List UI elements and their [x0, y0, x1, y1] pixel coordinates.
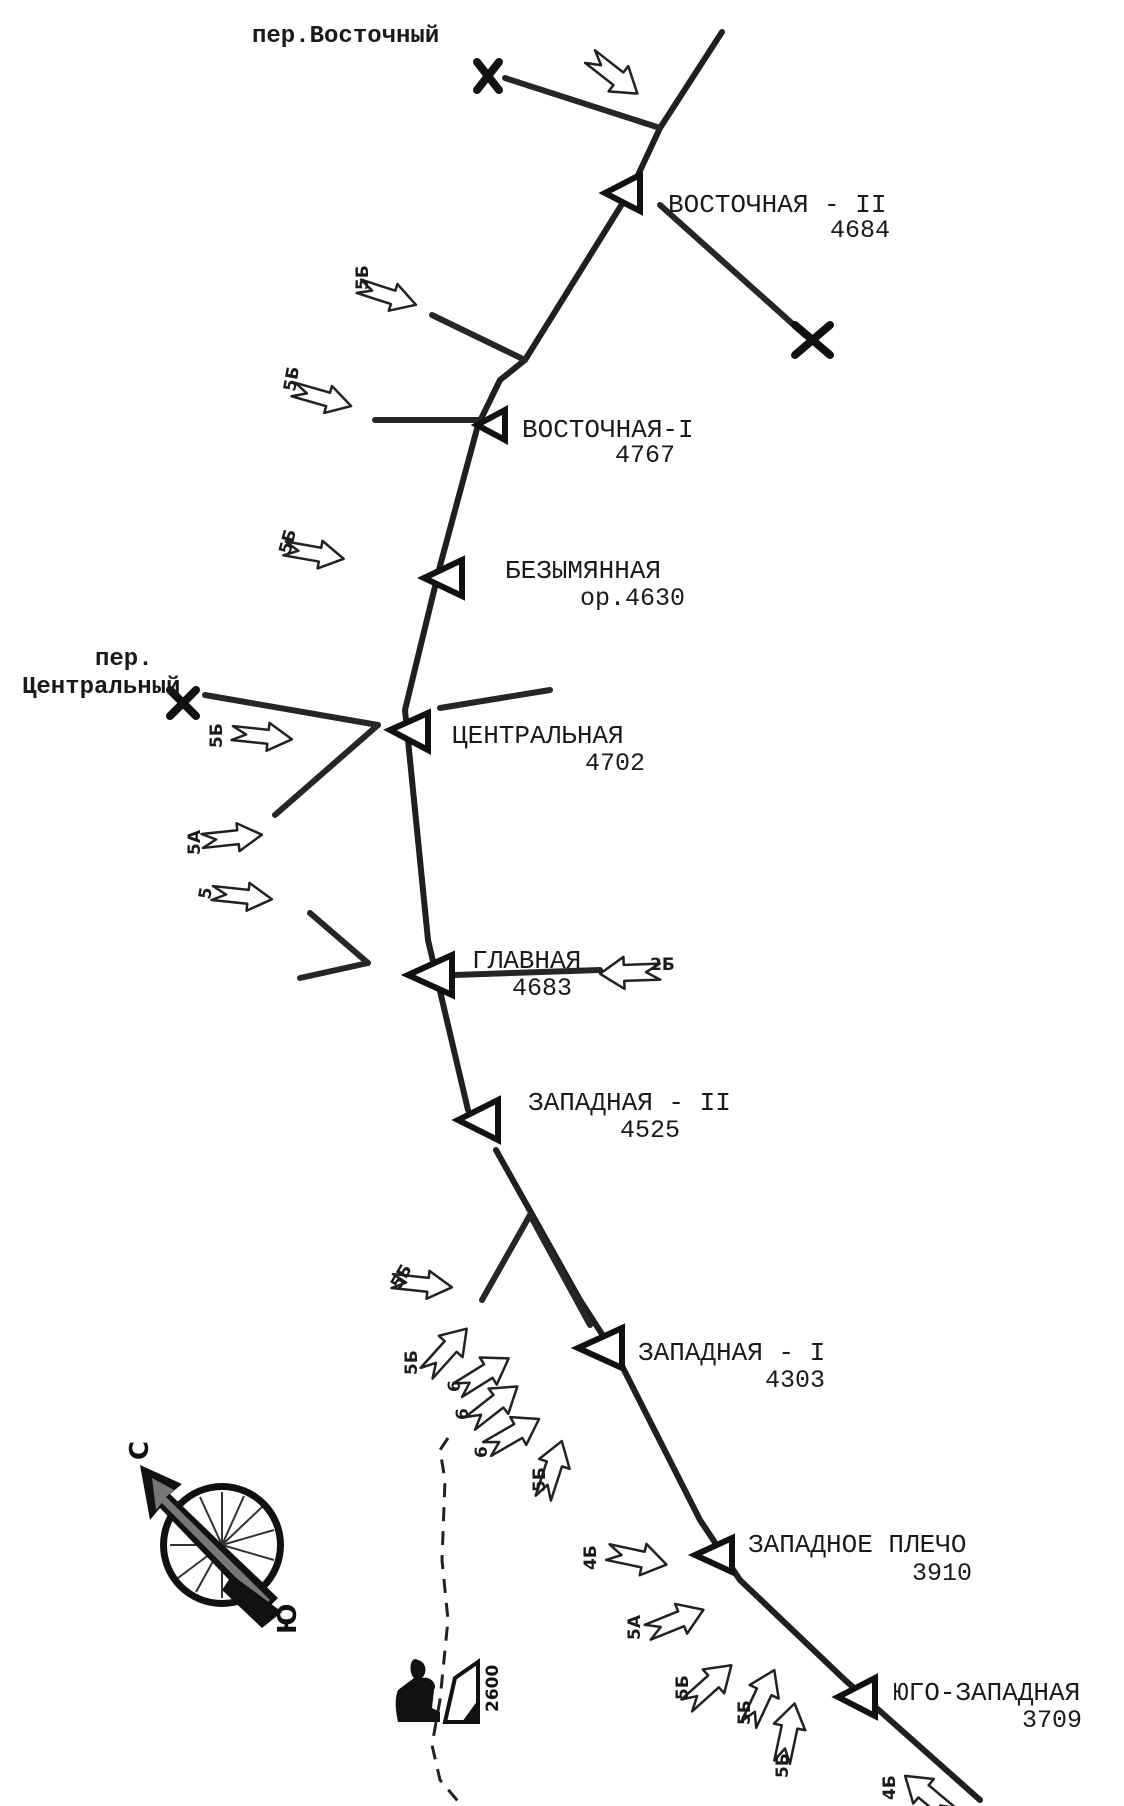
spur-east-i-west — [429, 312, 528, 363]
route-arrow — [598, 955, 662, 991]
route-grade-label: 5Б — [735, 1700, 755, 1725]
peak-name: БЕЗЫМЯННАЯ — [505, 556, 661, 586]
route-arrow — [290, 381, 353, 415]
pass-central-cross — [166, 686, 200, 720]
peak-marker-east-ii — [598, 170, 643, 216]
peak-name: ЗАПАДНАЯ - I — [638, 1338, 825, 1368]
peak-name: ЗАПАДНАЯ - II — [528, 1088, 731, 1118]
peak-marker-west-ii — [451, 1095, 501, 1145]
route-arrow — [452, 1356, 510, 1399]
route-arrow — [604, 1542, 668, 1577]
spur-main-west-b — [297, 960, 371, 981]
route-grade-label: 4Б — [581, 1545, 601, 1570]
route-grade-label: 5Б — [207, 723, 227, 748]
route-arrow — [740, 1668, 780, 1730]
peak-marker-southwest — [831, 1673, 878, 1721]
peak-labels: ВОСТОЧНАЯ - II 4684 ВОСТОЧНАЯ-I 4767 БЕЗ… — [452, 190, 1082, 1735]
compass-south-label: Ю — [273, 1603, 303, 1634]
route-arrow — [390, 1269, 454, 1300]
route-grade-label: 5Б — [402, 1350, 422, 1375]
route-grade-label: 5А — [625, 1614, 645, 1640]
spur-west-ii-main — [527, 1212, 593, 1328]
route-grade-label: 5Б — [280, 365, 304, 393]
peak-name: ВОСТОЧНАЯ - II — [668, 190, 886, 220]
peak-name: ЮГО-ЗАПАДНАЯ — [893, 1678, 1080, 1708]
peak-marker-east-i — [470, 404, 508, 446]
peak-altitude: ор.4630 — [580, 584, 685, 613]
spur-main-west-a — [307, 910, 371, 966]
peak-name: ЦЕНТРАЛЬНАЯ — [452, 721, 624, 751]
spur-central-pass — [202, 692, 381, 728]
peak-marker-west-i — [570, 1323, 625, 1373]
camp-altitude-label: 2600 — [483, 1665, 503, 1712]
route-arrow — [419, 1327, 468, 1380]
peak-altitude: 4684 — [830, 216, 890, 245]
route-grade-label: 6 — [472, 1446, 492, 1458]
spur-east-ii-southeast — [657, 202, 808, 338]
route-grade-label: 5Б — [353, 265, 373, 290]
route-grade-label: 5 — [195, 886, 217, 901]
peak-name: ЗАПАДНОЕ ПЛЕЧО — [748, 1530, 966, 1560]
route-arrow — [463, 1385, 519, 1431]
route-arrow — [643, 1602, 705, 1641]
peak-altitude: 4303 — [765, 1366, 825, 1395]
peak-altitude: 3709 — [1022, 1706, 1082, 1735]
peak-marker-west-shoulder — [687, 1533, 735, 1577]
route-arrows — [200, 49, 958, 1806]
spur-vostochny-pass — [502, 75, 663, 131]
peak-altitude: 4767 — [615, 441, 675, 470]
route-grade-label: 4Б — [880, 1775, 900, 1800]
climber-icon — [395, 1659, 440, 1722]
peak-marker-main — [400, 950, 455, 1000]
route-grade-label: 2Б — [650, 955, 675, 975]
compass-north-label: С — [125, 1441, 155, 1460]
route-grade-label: 5Б — [530, 1467, 550, 1492]
spur-central-east — [437, 687, 553, 711]
peak-markers — [383, 170, 878, 1721]
base-camp: 2600 — [395, 1658, 503, 1724]
route-arrow — [534, 1439, 571, 1502]
spur-central-southwest — [272, 722, 381, 818]
route-arrow — [230, 721, 294, 752]
spur-main-east — [452, 967, 603, 978]
peak-altitude: 4525 — [620, 1116, 680, 1145]
route-arrow — [481, 1415, 541, 1458]
route-arrow — [200, 822, 264, 853]
route-grade-labels: 5Б 5Б 5Б 5Б 5А 5 2Б 5Б 5Б 6 6 6 5Б 4Б 5А… — [185, 265, 900, 1800]
peak-name: ВОСТОЧНАЯ-I — [522, 415, 694, 445]
pass-label-vostochny: пер.Восточный — [252, 23, 439, 50]
pass-markers — [166, 58, 834, 720]
peak-altitude: 4702 — [585, 749, 645, 778]
main-ridge — [401, 29, 983, 1803]
route-arrow — [680, 1664, 733, 1713]
peak-altitude: 3910 — [912, 1559, 972, 1588]
pass-label-central-prefix: пер. — [95, 646, 153, 673]
route-arrow — [772, 1702, 807, 1766]
route-arrow — [282, 539, 345, 570]
route-grade-label: 6 — [445, 1380, 465, 1392]
pass-southeast-cross — [791, 321, 834, 359]
route-grade-label: 5Б — [673, 1675, 693, 1700]
pass-label-central: Центральный — [22, 674, 180, 701]
compass-rose: С Ю — [125, 1441, 303, 1634]
spur-west-ii-branch — [479, 1212, 533, 1303]
route-arrow — [210, 881, 274, 912]
route-arrow — [355, 278, 418, 312]
route-arrow — [903, 1774, 958, 1806]
peak-name: ГЛАВНАЯ — [472, 946, 581, 976]
route-grade-label: 5А — [185, 829, 205, 855]
route-grade-label: 5Б — [773, 1753, 793, 1778]
route-arrow — [583, 49, 639, 95]
approach-route — [430, 1437, 464, 1806]
peak-marker-central — [383, 708, 431, 755]
peak-marker-nameless — [416, 555, 465, 601]
route-grade-label: 6 — [453, 1408, 473, 1420]
spur-ridges — [202, 75, 808, 1328]
peak-altitude: 4683 — [512, 974, 572, 1003]
pass-vostochny-cross — [473, 58, 503, 94]
